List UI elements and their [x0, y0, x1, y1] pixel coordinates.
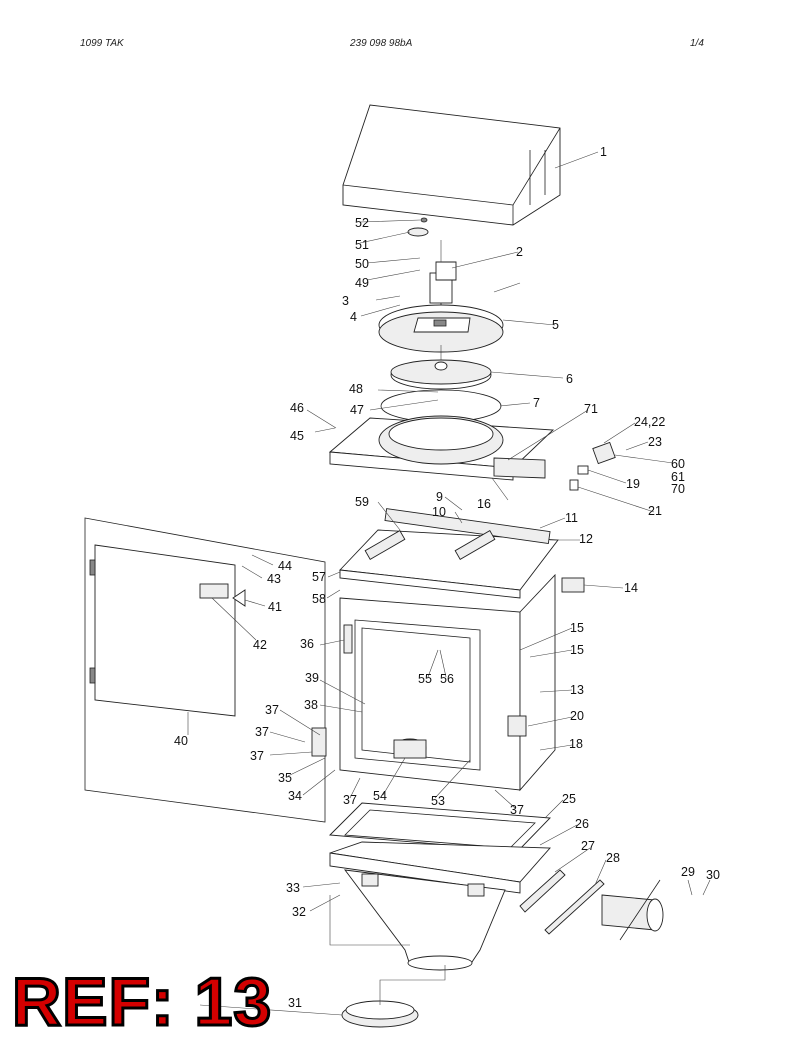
drawing-lines	[84, 104, 711, 1028]
part-label: 12	[579, 532, 593, 546]
part-label: 32	[292, 905, 306, 919]
reference-stamp: REF: 13	[10, 964, 273, 1040]
part-label: 56	[440, 672, 454, 686]
part-label: 27	[581, 839, 595, 853]
header-center: 239 098 98bA	[350, 38, 413, 49]
part-label: 5	[552, 318, 559, 332]
part-label: 24,22	[634, 415, 665, 429]
part-label: 7	[533, 396, 540, 410]
part-label: 14	[624, 581, 638, 595]
part-label: 41	[268, 600, 282, 614]
part-label: 54	[373, 789, 387, 803]
part-label: 55	[418, 672, 432, 686]
part-label: 72	[0, 0, 14, 3]
part-label: 35	[278, 771, 292, 785]
part-label: 38	[304, 698, 318, 712]
part-label: 37	[510, 803, 524, 817]
part-label: 60	[671, 457, 685, 471]
part-label: 37	[255, 725, 269, 739]
part-label: 8	[0, 0, 7, 3]
part-label: 37	[265, 703, 279, 717]
part-label: 28	[606, 851, 620, 865]
part-label: 11	[565, 511, 578, 525]
part-label: 30	[706, 868, 720, 882]
part-label: 4	[350, 310, 357, 324]
part-label: 61	[671, 470, 685, 484]
part-label: 15	[570, 621, 584, 635]
part-label: 10	[432, 505, 446, 519]
part-label: 44	[278, 559, 292, 573]
part-label: 46	[290, 401, 304, 415]
part-label: 51	[355, 238, 369, 252]
part-label: 42	[253, 638, 267, 652]
part-label: 37	[250, 749, 264, 763]
part-label: 20	[570, 709, 584, 723]
part-label: 57	[312, 570, 326, 584]
part-label: 23	[648, 435, 662, 449]
part-label: 2	[516, 245, 523, 259]
part-label: 21	[648, 504, 662, 518]
part-label: 26	[575, 817, 589, 831]
part-label: 1	[600, 145, 607, 159]
part-label: 48	[349, 382, 363, 396]
part-label: 31	[288, 996, 302, 1010]
part-label: 53	[431, 794, 445, 808]
part-label: 13	[570, 683, 584, 697]
part-label: 25	[562, 792, 576, 806]
part-label: 45	[290, 429, 304, 443]
part-label: 3	[342, 294, 349, 308]
part-label: 58	[312, 592, 326, 606]
header-right: 1/4	[690, 38, 704, 49]
part-label: 16	[477, 497, 491, 511]
part-label: 36	[300, 637, 314, 651]
part-label: 59	[355, 495, 369, 509]
part-label: 6	[566, 372, 573, 386]
part-label: 39	[305, 671, 319, 685]
part-label: 15	[570, 643, 584, 657]
part-label: 34	[288, 789, 302, 803]
part-label: 49	[355, 276, 369, 290]
part-label: 52	[355, 216, 369, 230]
part-label: 9	[436, 490, 443, 504]
header-left: 1099 TAK	[80, 38, 124, 49]
part-label: 71	[584, 402, 598, 416]
part-label: 19	[626, 477, 640, 491]
part-label: 40	[174, 734, 188, 748]
part-label: 43	[267, 572, 281, 586]
part-label: 50	[355, 257, 369, 271]
part-label: 29	[681, 865, 695, 879]
part-label: 70	[671, 482, 685, 496]
part-label: 47	[350, 403, 364, 417]
part-label: 37	[343, 793, 357, 807]
part-label: 18	[569, 737, 583, 751]
part-label: 33	[286, 881, 300, 895]
